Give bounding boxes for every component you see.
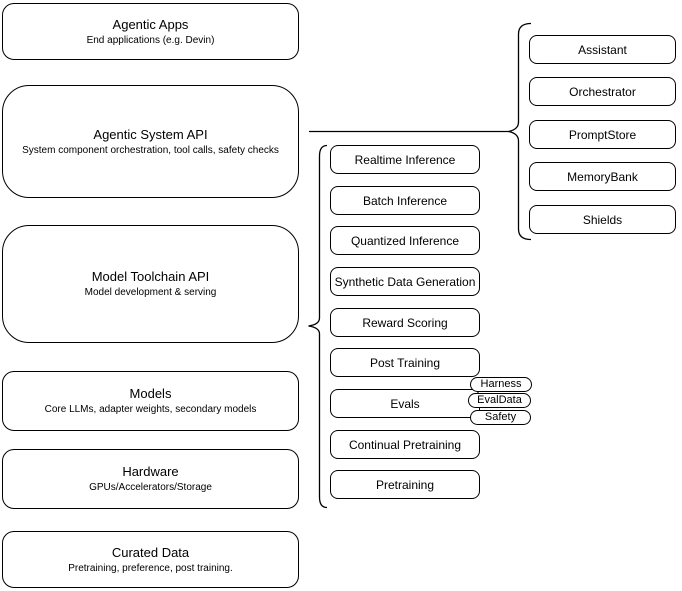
node-models: Models Core LLMs, adapter weights, secon… [2,371,299,431]
node-model-toolchain-api: Model Toolchain API Model development & … [2,225,299,343]
node-batch-inference: Batch Inference [330,186,480,215]
node-promptstore: PromptStore [529,120,676,149]
node-shields: Shields [529,205,676,234]
node-post-training: Post Training [330,348,480,377]
node-curated-data: Curated Data Pretraining, preference, po… [2,531,299,588]
node-pretraining: Pretraining [330,470,480,499]
node-subtitle: Core LLMs, adapter weights, secondary mo… [44,404,257,415]
tag-evaldata: EvalData [468,393,531,408]
node-title: Agentic System API [93,126,208,142]
node-title: Hardware [122,464,179,479]
node-realtime-inference: Realtime Inference [330,145,480,174]
node-continual-pretraining: Continual Pretraining [330,430,480,459]
node-synthetic-data-generation: Synthetic Data Generation [330,267,480,296]
node-hardware: Hardware GPUs/Accelerators/Storage [2,449,299,509]
node-subtitle: GPUs/Accelerators/Storage [89,482,212,493]
node-evals: Evals [330,389,480,418]
node-orchestrator: Orchestrator [529,77,676,106]
components-brace [508,22,532,241]
node-agentic-apps: Agentic Apps End applications (e.g. Devi… [2,3,299,60]
tag-safety: Safety [470,410,531,425]
node-subtitle: Model development & serving [84,287,217,298]
node-reward-scoring: Reward Scoring [330,308,480,337]
tag-harness: Harness [470,377,532,392]
node-title: Model Toolchain API [91,269,210,284]
node-subtitle: System component orchestration, tool cal… [22,144,279,156]
node-subtitle: Pretraining, preference, post training. [68,562,233,574]
node-agentic-system-api: Agentic System API System component orch… [2,85,299,198]
node-title: Agentic Apps [112,16,189,32]
node-quantized-inference: Quantized Inference [330,226,480,255]
node-title: Models [129,386,172,401]
node-subtitle: End applications (e.g. Devin) [86,34,215,46]
node-title: Curated Data [111,544,190,560]
node-memorybank: MemoryBank [529,162,676,191]
toolchain-brace [308,144,328,509]
node-assistant: Assistant [529,35,676,64]
